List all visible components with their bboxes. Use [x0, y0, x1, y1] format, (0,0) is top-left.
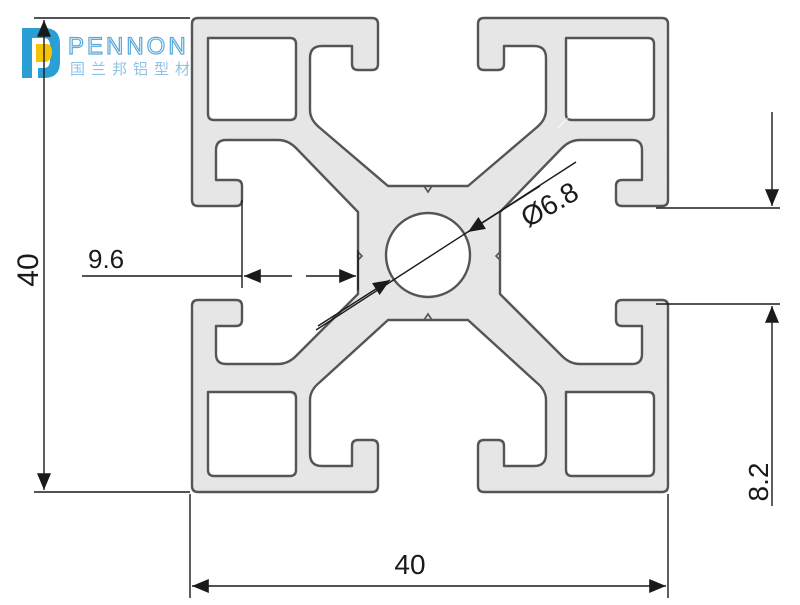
- height-label: 40: [12, 253, 45, 286]
- profile-outline: [190, 16, 670, 494]
- logo-brand-text: PENNON: [68, 33, 189, 60]
- brand-logo: PENNON 国兰邦铝型材: [22, 28, 196, 78]
- logo-subtitle-text: 国兰邦铝型材: [70, 61, 196, 78]
- profile-inner-lines: [215, 44, 645, 468]
- slot-depth-label: 9.6: [88, 244, 124, 274]
- center-notches: [357, 185, 501, 321]
- width-label: 40: [394, 549, 425, 580]
- profile-section: [190, 16, 670, 494]
- slot-width-label: 8.2: [743, 463, 774, 502]
- bore-arrow-lower: [317, 279, 391, 327]
- logo-mark-d: [32, 28, 60, 78]
- logo-mark-bar: [22, 28, 32, 78]
- dimensions: [34, 17, 780, 598]
- bore-arrow-upper: [467, 185, 541, 233]
